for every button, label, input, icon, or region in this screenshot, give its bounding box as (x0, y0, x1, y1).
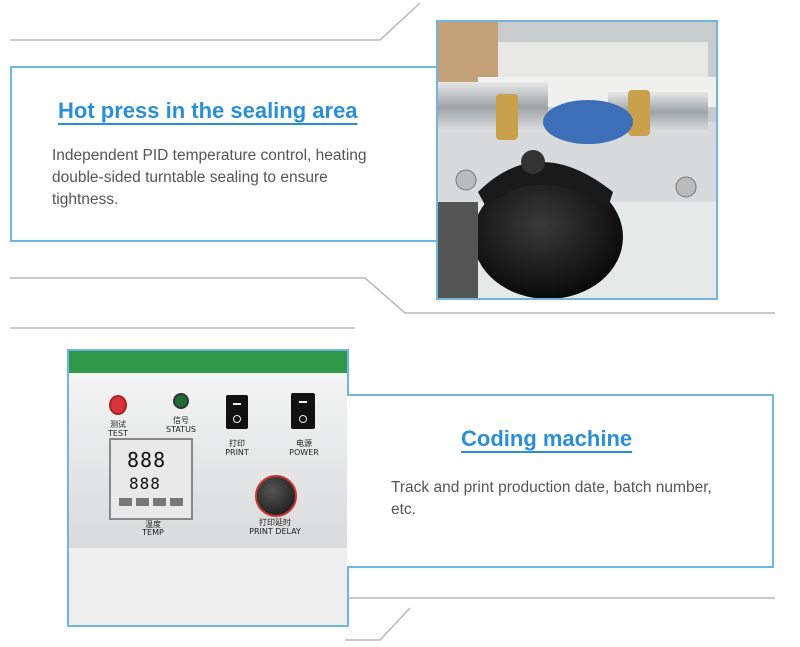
status-label-cn: 信号 (173, 416, 189, 425)
hot-press-card (10, 66, 442, 242)
status-light (173, 393, 189, 409)
power-label-cn: 电源 (296, 439, 312, 448)
coding-machine-title: Coding machine (461, 426, 633, 451)
power-switch[interactable] (291, 393, 315, 429)
coding-machine-card (347, 394, 774, 568)
temp-label-cn: 温度 (145, 520, 161, 529)
status-label: STATUS (165, 425, 196, 434)
test-button[interactable] (109, 395, 127, 415)
temperature-display-top: 888 (127, 448, 167, 472)
print-delay-label-cn: 打印延时 (259, 518, 291, 527)
print-delay-knob[interactable] (255, 475, 297, 517)
test-label: TEST (108, 429, 128, 438)
hot-press-title: Hot press in the sealing area (58, 98, 358, 123)
print-label: PRINT (225, 448, 249, 457)
print-label-cn: 打印 (229, 439, 245, 448)
temperature-display-bottom: 888 (129, 474, 161, 493)
coding-machine-photo: 测试 TEST 信号 STATUS 打印 PRINT 电源 POWER 888 … (67, 349, 349, 627)
coding-machine-description: Track and print production date, batch n… (391, 479, 712, 518)
print-switch[interactable] (226, 395, 248, 429)
controller-buttons[interactable] (119, 498, 183, 506)
temperature-controller: 888 888 (109, 438, 193, 520)
power-label: POWER (289, 448, 319, 457)
print-delay-label: PRINT DELAY (249, 527, 301, 536)
test-label-cn: 测试 (110, 420, 126, 429)
control-panel: 测试 TEST 信号 STATUS 打印 PRINT 电源 POWER 888 … (69, 351, 347, 625)
hot-press-description: Independent PID temperature control, hea… (52, 147, 367, 208)
temp-label: TEMP (142, 528, 164, 537)
hot-press-photo-image (438, 22, 716, 298)
hot-press-photo (436, 20, 718, 300)
